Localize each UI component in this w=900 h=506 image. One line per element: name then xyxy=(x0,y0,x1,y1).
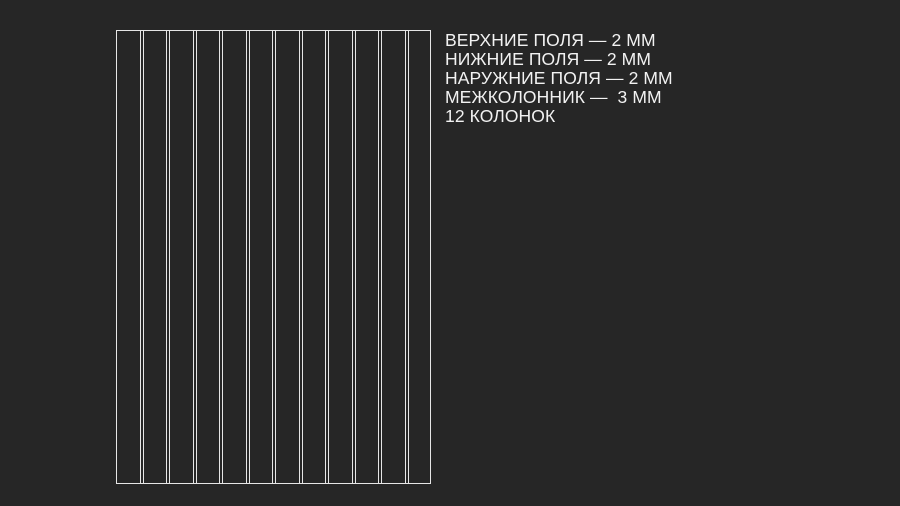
grid-spec-list: ВЕРХНИЕ ПОЛЯ — 2 ММ НИЖНИЕ ПОЛЯ — 2 ММ Н… xyxy=(445,31,885,126)
page-outline xyxy=(116,30,431,484)
spec-bottom-margins: НИЖНИЕ ПОЛЯ — 2 ММ xyxy=(445,49,652,69)
column-guides xyxy=(140,30,409,484)
column-grid-svg xyxy=(116,30,431,484)
spec-top-margins: ВЕРХНИЕ ПОЛЯ — 2 ММ xyxy=(445,30,656,50)
column-grid-diagram xyxy=(116,30,431,484)
spec-column-count: 12 КОЛОНОК xyxy=(445,106,556,126)
spec-outer-margins: НАРУЖНИЕ ПОЛЯ — 2 ММ xyxy=(445,68,673,88)
spec-gutter: МЕЖКОЛОННИК — 3 ММ xyxy=(445,87,662,107)
